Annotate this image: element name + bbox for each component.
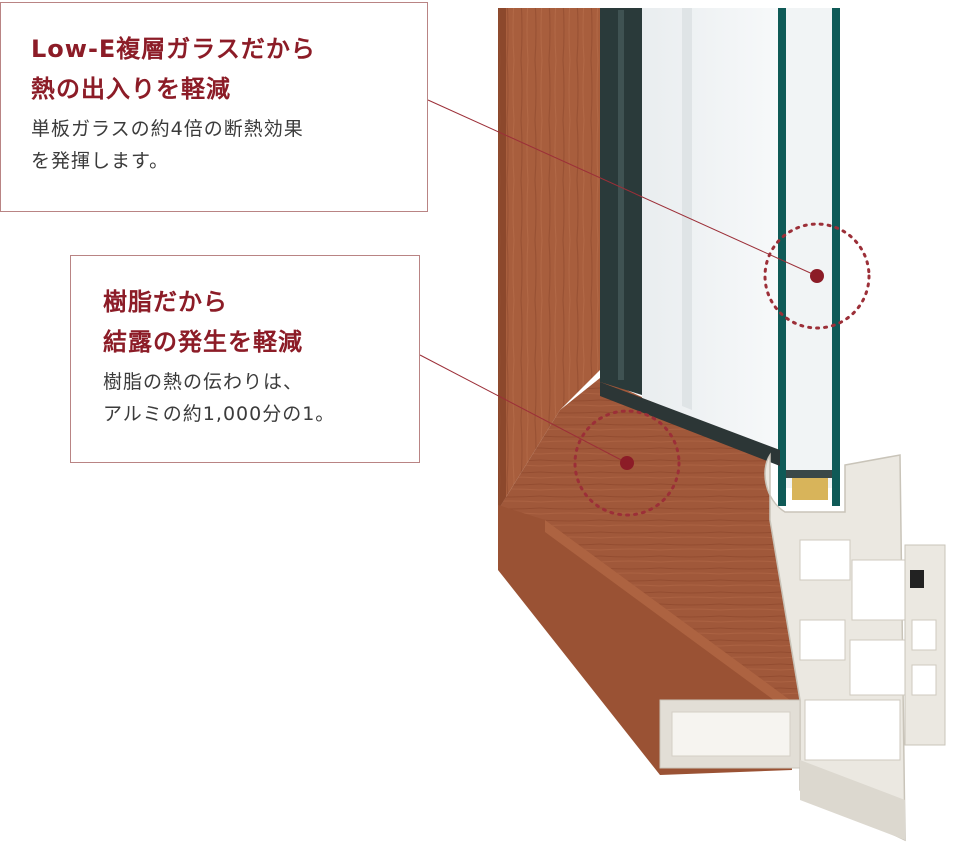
- double-glazing: [600, 8, 840, 506]
- callout-glass-body-line1: 単板ガラスの約4倍の断熱効果: [31, 118, 304, 140]
- leader-line-glass: [427, 99, 818, 277]
- callout-glass-heading-line1: Low-E複層ガラスだから: [31, 35, 316, 63]
- callout-glass-body-line2: を発揮します。: [31, 150, 170, 172]
- callout-resin-heading-line2: 結露の発生を軽減: [103, 328, 303, 356]
- callout-resin-heading-line1: 樹脂だから: [103, 288, 228, 316]
- leader-line-resin: [419, 354, 628, 464]
- pvc-frame-profile: [659, 452, 946, 842]
- callout-low-e-glass: Low-E複層ガラスだから 熱の出入りを軽減 単板ガラスの約4倍の断熱効果 を発…: [0, 2, 428, 212]
- callout-resin-frame: 樹脂だから 結露の発生を軽減 樹脂の熱の伝わりは、 アルミの約1,000分の1。: [70, 255, 420, 463]
- callout-resin-body-line1: 樹脂の熱の伝わりは、: [103, 371, 304, 393]
- glass-highlight-marker: [763, 222, 871, 330]
- resin-highlight-marker: [573, 409, 681, 517]
- callout-resin-body-line2: アルミの約1,000分の1。: [103, 403, 336, 425]
- callout-glass-heading-line2: 熱の出入りを軽減: [31, 75, 231, 103]
